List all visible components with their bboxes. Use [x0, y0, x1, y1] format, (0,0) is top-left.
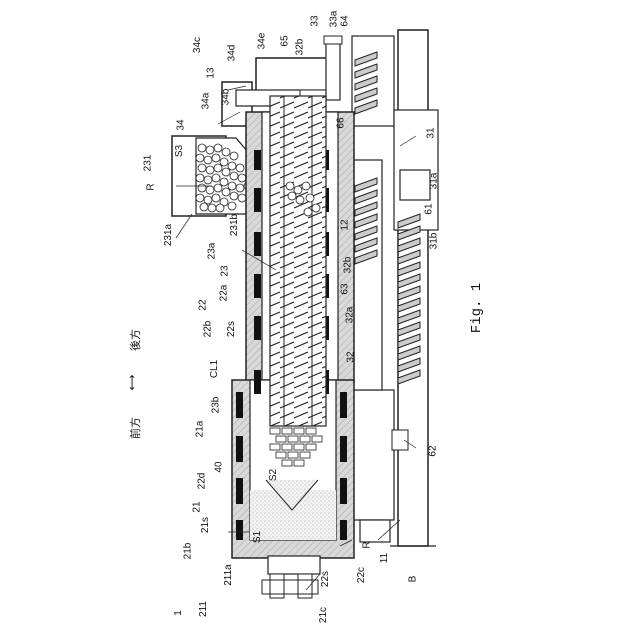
label-34c: 34c — [193, 37, 203, 53]
label-33: 33 — [311, 15, 321, 26]
label-23b: 23b — [211, 397, 221, 414]
label-S2: S2 — [269, 469, 279, 481]
label-231b: 231b — [230, 214, 240, 236]
label-33a: 33a — [329, 11, 339, 28]
label-21a: 21a — [195, 421, 205, 438]
label-63: 63 — [341, 283, 351, 294]
label-22s-top: 22s — [227, 321, 237, 337]
label-64: 64 — [341, 15, 351, 26]
label-13: 13 — [207, 67, 217, 78]
label-34d: 34d — [227, 45, 237, 62]
label-23: 23 — [221, 265, 231, 276]
label-B: B — [408, 576, 418, 583]
label-22d: 22d — [197, 473, 207, 490]
label-21: 21 — [193, 501, 203, 512]
label-22a: 22a — [219, 285, 229, 302]
label-61: 61 — [425, 203, 435, 214]
base-frame — [390, 30, 436, 546]
label-11: 11 — [380, 553, 390, 563]
label-211a: 211a — [224, 564, 234, 586]
label-31: 31 — [427, 127, 437, 138]
label-66: 66 — [337, 117, 347, 128]
screw-23 — [270, 96, 326, 466]
direction-back-label: 後方 — [127, 329, 143, 351]
label-22c: 22c — [357, 567, 367, 583]
label-32b-top: 32b — [295, 39, 305, 56]
label-211: 211 — [199, 601, 209, 617]
label-40: 40 — [215, 461, 225, 472]
label-S1: S1 — [253, 531, 263, 543]
label-R-top: R — [147, 183, 157, 190]
label-22b: 22b — [203, 321, 213, 338]
label-R-bottom: R — [363, 541, 373, 548]
label-31a: 31a — [429, 173, 439, 190]
label-34a: 34a — [201, 93, 211, 110]
label-34: 34 — [177, 119, 187, 130]
label-31b: 31b — [429, 233, 439, 250]
label-21c: 21c — [319, 607, 329, 623]
label-22s-bottom: 22s — [321, 571, 331, 587]
label-23a: 23a — [207, 243, 217, 260]
label-S3: S3 — [175, 145, 185, 157]
direction-arrow-icon: ⟷ — [125, 375, 138, 391]
label-34e: 34e — [257, 33, 267, 50]
label-22: 22 — [199, 299, 209, 310]
label-CL1: CL1 — [210, 360, 220, 378]
label-32a: 32a — [345, 307, 355, 324]
label-65: 65 — [281, 35, 291, 46]
label-62: 62 — [429, 445, 439, 456]
figure-caption: Fig. 1 — [469, 283, 485, 333]
label-32b-mid: 32b — [343, 257, 353, 274]
label-21b: 21b — [183, 543, 193, 560]
label-1: 1 — [174, 610, 184, 616]
label-231: 231 — [143, 155, 153, 172]
direction-front-label: 前方 — [127, 417, 143, 439]
label-12: 12 — [341, 219, 351, 230]
label-21s: 21s — [201, 517, 211, 533]
label-34b: 34b — [221, 89, 231, 106]
label-32: 32 — [347, 351, 357, 362]
label-231a: 231a — [164, 224, 174, 246]
